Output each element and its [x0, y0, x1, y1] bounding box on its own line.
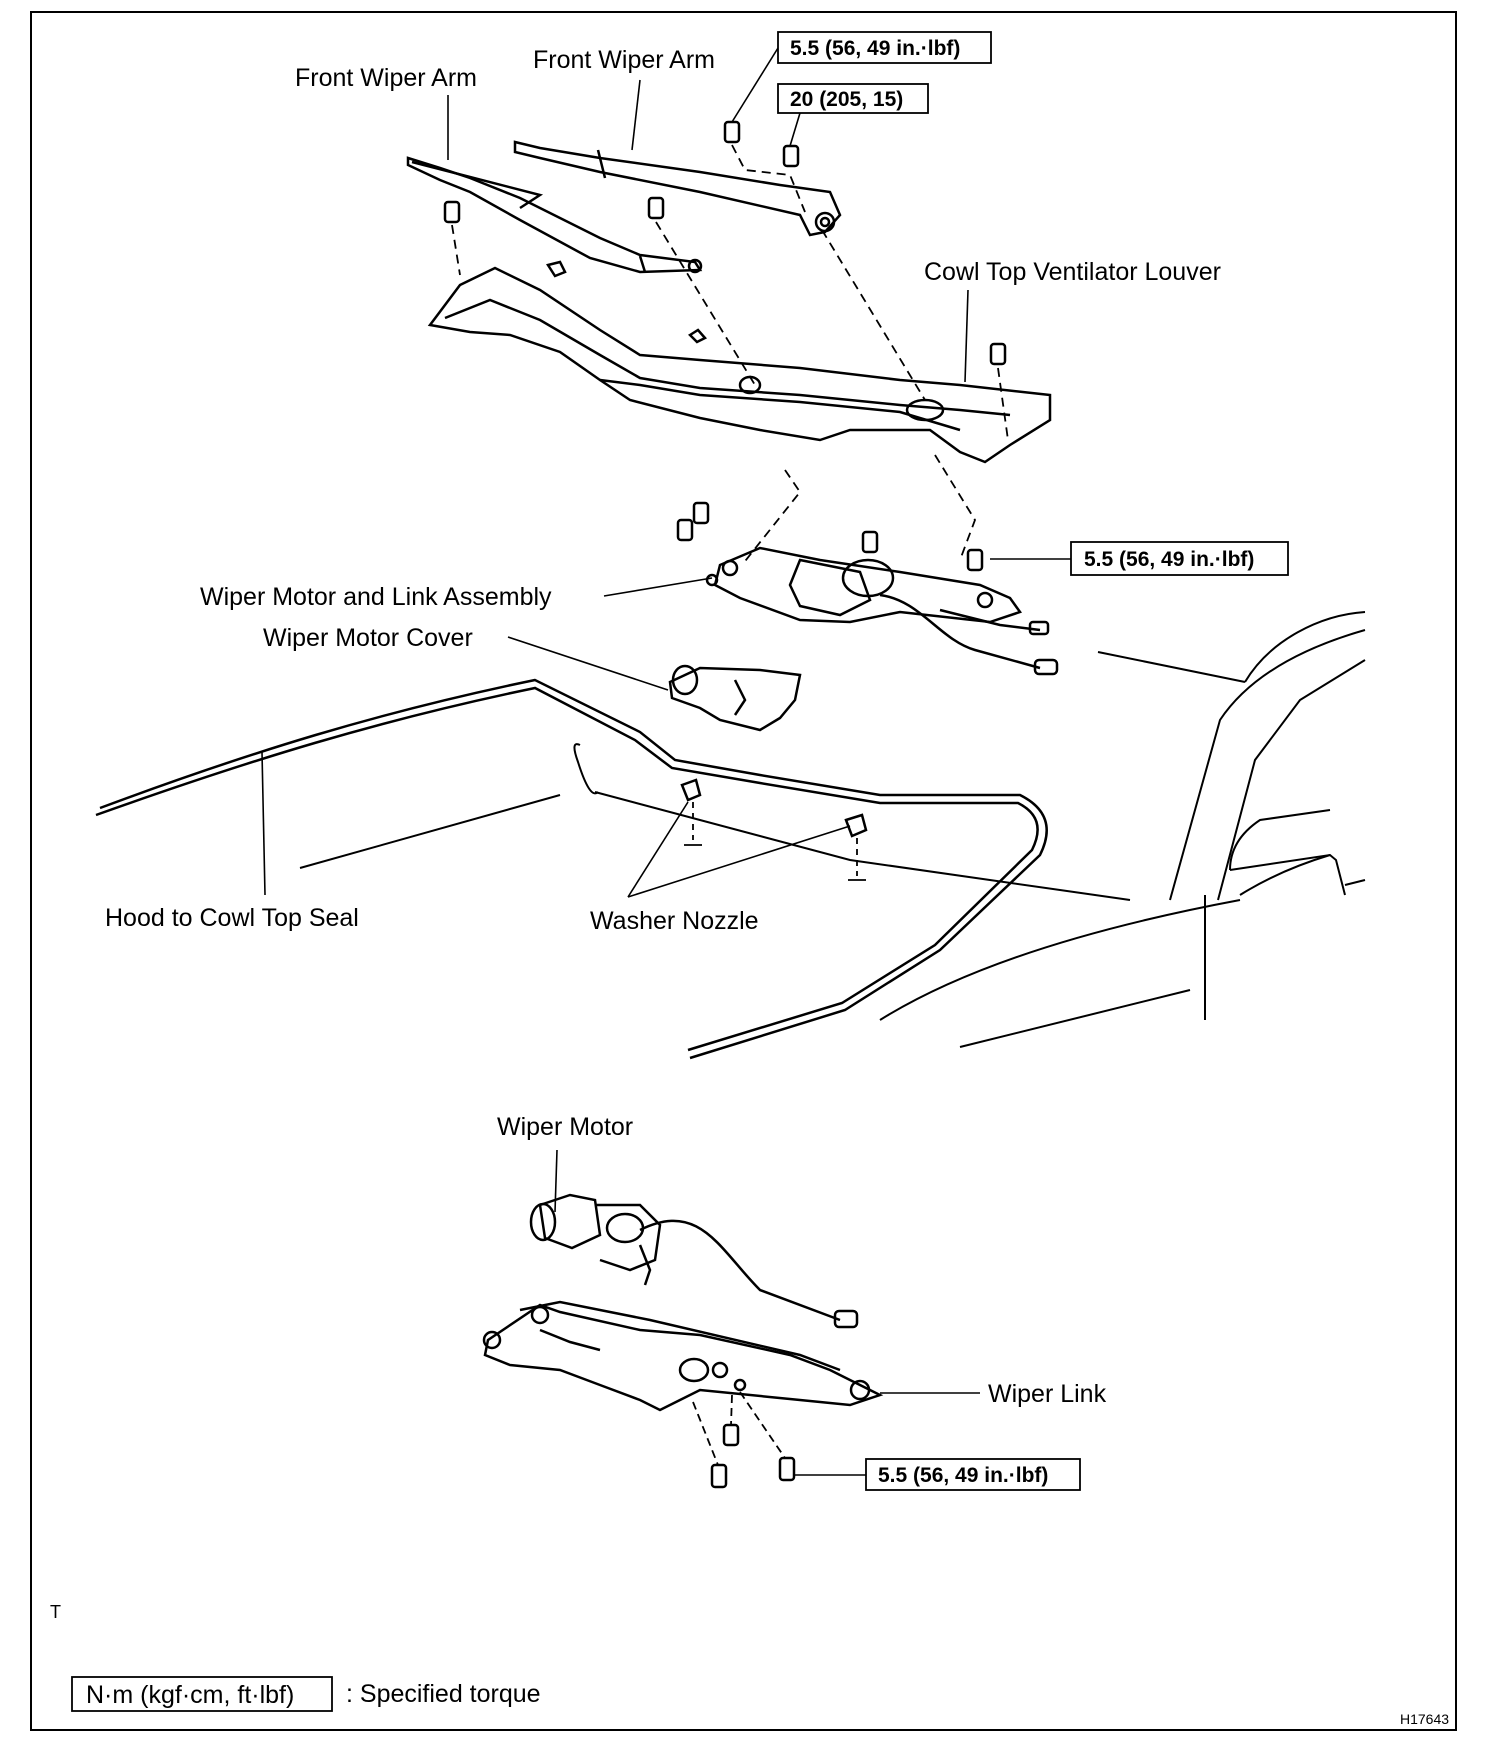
- wiper-link-drawing: [482, 1300, 884, 1412]
- figure-id: H17643: [1400, 1711, 1449, 1727]
- motor-cover-drawing: [668, 664, 802, 732]
- torque-box-assembly-bolt: 5.5 (56, 49 in.·lbf): [1070, 541, 1289, 576]
- link-bolt-guides: [692, 1391, 786, 1466]
- hood-seal-drawing: [95, 678, 1048, 1060]
- assembly-bolts: [676, 501, 984, 572]
- torque-value-assembly-bolt: 5.5 (56, 49 in.·lbf): [1084, 548, 1254, 571]
- washer-nozzle-drawings: [680, 778, 868, 838]
- wiper-motor-drawing: [529, 1193, 859, 1329]
- front-wiper-arm-right-drawing: [513, 140, 842, 237]
- torque-legend: N·m (kgf·cm, ft·lbf) : Specified torque: [71, 1676, 541, 1712]
- front-wiper-arm-left-drawing: [406, 156, 703, 274]
- label-cowl-louver: Cowl Top Ventilator Louver: [924, 258, 1221, 286]
- label-front-wiper-arm-left: Front Wiper Arm: [295, 64, 477, 92]
- label-hood-seal: Hood to Cowl Top Seal: [105, 904, 359, 932]
- label-front-wiper-arm-right: Front Wiper Arm: [533, 46, 715, 74]
- torque-value-link-bolt: 5.5 (56, 49 in.·lbf): [878, 1464, 1048, 1487]
- cowl-louver-drawing: [427, 260, 1052, 464]
- label-wiper-link: Wiper Link: [988, 1380, 1107, 1408]
- torque-value-arm-bolt: 5.5 (56, 49 in.·lbf): [790, 37, 960, 60]
- corner-mark: T: [50, 1602, 61, 1622]
- torque-box-arm-nut: 20 (205, 15): [777, 83, 929, 114]
- vehicle-body-outline: [299, 611, 1366, 1048]
- label-wiper-motor: Wiper Motor: [497, 1113, 633, 1141]
- guide-lines-top: [451, 144, 1009, 566]
- torque-value-arm-nut: 20 (205, 15): [790, 88, 903, 111]
- washer-nozzle-marks: [684, 844, 866, 881]
- legend-unit-box: N·m (kgf·cm, ft·lbf): [86, 1681, 294, 1709]
- torque-box-arm-bolt: 5.5 (56, 49 in.·lbf): [777, 31, 992, 64]
- diagram-frame: [30, 11, 1457, 1731]
- torque-box-link-bolt: 5.5 (56, 49 in.·lbf): [865, 1458, 1081, 1491]
- leader-lines: [261, 47, 1071, 1476]
- label-washer-nozzle: Washer Nozzle: [590, 907, 759, 935]
- label-motor-cover: Wiper Motor Cover: [263, 624, 473, 652]
- label-motor-link-assembly: Wiper Motor and Link Assembly: [200, 583, 552, 611]
- motor-link-assembly-drawing: [705, 546, 1059, 676]
- legend-description: : Specified torque: [346, 1680, 541, 1708]
- link-bolts: [710, 1423, 796, 1489]
- arm-mount-bolts: [443, 120, 1007, 366]
